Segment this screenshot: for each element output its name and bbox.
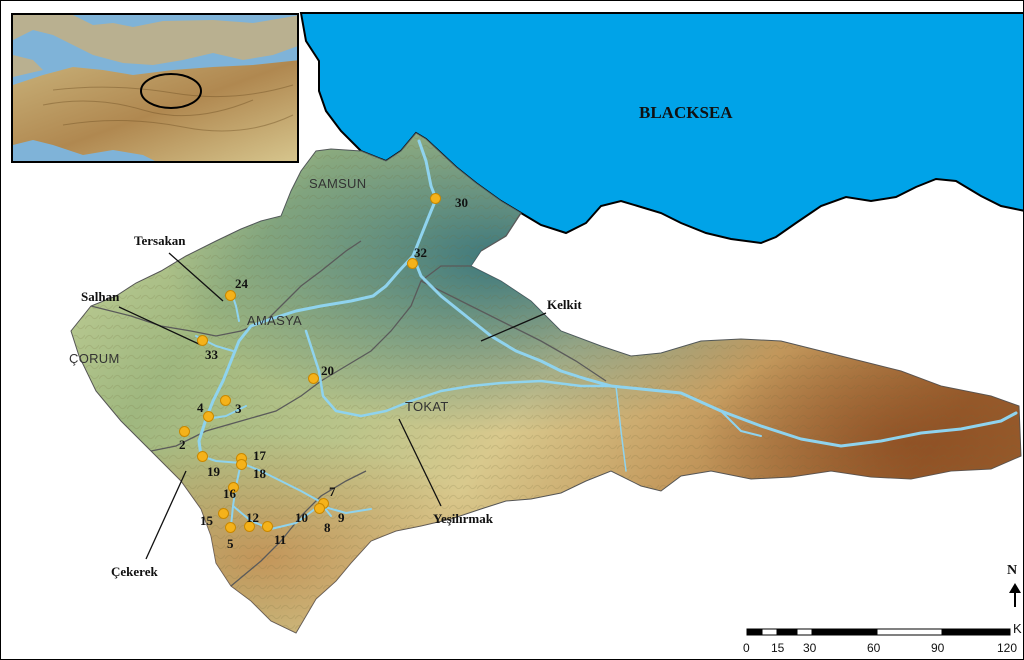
site-label: 30 xyxy=(455,195,468,210)
river-label-salhan: Salhan xyxy=(81,289,120,304)
inset-terrain xyxy=(13,15,297,161)
site-marker xyxy=(407,258,418,269)
north-arrow-icon xyxy=(1009,583,1021,607)
city-label-amasya: AMASYA xyxy=(247,313,303,328)
site-label: 24 xyxy=(235,276,248,291)
site-marker xyxy=(236,459,247,470)
site-label: 32 xyxy=(414,245,427,260)
site-marker xyxy=(228,482,239,493)
river-label-kelkit: Kelkit xyxy=(547,297,582,312)
site-label: 4 xyxy=(197,400,204,415)
scale-tick: 120 xyxy=(997,641,1018,655)
locator-inset-map xyxy=(11,13,299,163)
site-marker xyxy=(218,508,229,519)
site-marker xyxy=(203,411,214,422)
site-marker xyxy=(314,503,325,514)
river-label-cekerek: Çekerek xyxy=(111,564,158,579)
scale-tick: 0 xyxy=(743,641,750,655)
river-label-tersakan: Tersakan xyxy=(134,233,186,248)
sea-label: BLACKSEA xyxy=(639,103,733,122)
site-label: 19 xyxy=(207,464,220,479)
site-label: 15 xyxy=(200,513,213,528)
site-label: 9 xyxy=(338,510,345,525)
site-marker xyxy=(225,522,236,533)
site-marker xyxy=(179,426,190,437)
city-label-corum: ÇORUM xyxy=(69,351,120,366)
site-marker xyxy=(430,193,441,204)
site-label: 16 xyxy=(223,486,236,501)
site-marker xyxy=(225,290,236,301)
city-label-samsun: SAMSUN xyxy=(309,176,367,191)
site-label: 3 xyxy=(235,401,242,416)
study-area-circle xyxy=(140,73,202,109)
scale-tick: 15 xyxy=(771,641,785,655)
site-label: 8 xyxy=(324,520,331,535)
river-label-yesilirmak: Yeşilırmak xyxy=(433,511,493,526)
site-marker xyxy=(308,373,319,384)
site-marker xyxy=(197,335,208,346)
scale-tick: 30 xyxy=(803,641,817,655)
site-label: 33 xyxy=(205,347,218,362)
site-label: 12 xyxy=(246,510,259,525)
city-label-tokat: TOKAT xyxy=(405,399,449,414)
site-marker xyxy=(197,451,208,462)
site-marker xyxy=(262,521,273,532)
site-label: 2 xyxy=(179,437,186,452)
scale-tick: 90 xyxy=(931,641,945,655)
scale-bar xyxy=(746,628,1011,636)
north-label: N xyxy=(1007,563,1018,578)
leader-lines xyxy=(118,252,547,560)
site-label: 17 xyxy=(253,448,266,463)
site-label: 20 xyxy=(321,363,334,378)
scale-unit: K xyxy=(1013,621,1022,636)
site-label: 7 xyxy=(329,484,336,499)
scale-tick: 60 xyxy=(867,641,881,655)
site-label: 11 xyxy=(274,532,287,547)
site-label: 5 xyxy=(227,536,234,551)
site-marker xyxy=(244,521,255,532)
site-label: 18 xyxy=(253,466,266,481)
site-label: 10 xyxy=(295,510,308,525)
site-marker xyxy=(220,395,231,406)
